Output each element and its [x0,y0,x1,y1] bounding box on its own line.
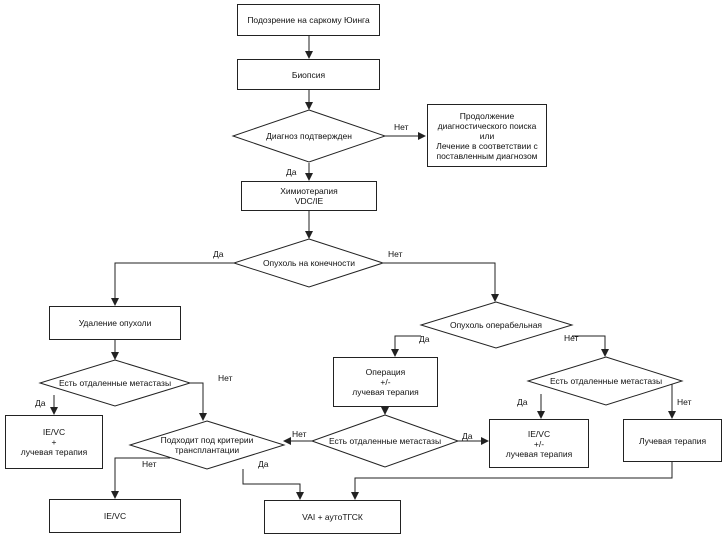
ie-vc-rt-left-node: IE/VC + лучевая терапия [5,415,103,469]
mets-center-decision-text: Есть отдаленные метастазы [328,436,442,446]
decision-operable-shape [419,301,574,349]
decision-mets-center-shape [310,414,460,468]
suspicion-node: Подозрение на саркому Юинга [237,4,380,36]
ie-vc-rt-right-node: IE/VC +/- лучевая терапия [489,419,589,468]
ie-vc-rt-left-label: IE/VC + лучевая терапия [20,427,88,457]
decision-mets-left-shape [38,359,192,407]
continue-search-label: Продолжение диагностического поиска или … [436,110,538,161]
vai-asct-node: VAI + аутоТГСК [264,500,401,534]
ie-vc-rt-right-label: IE/VC +/- лучевая терапия [505,428,573,459]
tumor-removal-node: Удаление опухоли [49,306,181,340]
operation-rt-label: Операция +/- лучевая терапия [352,367,419,397]
mets-center-decision-label: Есть отдаленные метастазы [316,431,454,451]
decision-transplant-shape [128,420,286,470]
edge-oper-no [572,335,609,357]
edge-label-oper-no: Нет [564,333,579,343]
decision-diagnosis-shape [231,109,387,163]
mets-left-decision-text: Есть отдаленные метастазы [58,378,172,388]
edge-label-limb-yes: Да [213,249,224,259]
ie-vc-label: IE/VC [103,511,127,521]
edge-label-diag-no: Нет [394,122,409,132]
edge-mets-left-no [190,382,207,421]
limb-decision-text: Опухоль на конечности [262,258,356,268]
operable-decision-label: Опухоль операбельная [431,315,561,335]
edge-limb-yes [111,262,234,306]
transplant-decision-label: Подходит под критерии трансплантации [142,432,272,458]
edge-label-mets-right-no: Нет [677,397,692,407]
vai-asct-label: VAI + аутоТГСК [302,512,363,522]
edge-transplant-yes [242,469,304,500]
tumor-removal-label: Удаление опухоли [78,318,152,328]
edge-label-transplant-no: Нет [142,459,157,469]
limb-decision-label: Опухоль на конечности [244,253,374,273]
diagnosis-decision-label: Диагноз подтвержден [243,126,375,146]
biopsy-node: Биопсия [237,59,380,90]
operable-decision-text: Опухоль операбельная [449,320,543,330]
edge-limb-no [383,262,499,302]
mets-right-decision-text: Есть отдаленные метастазы [549,376,663,386]
transplant-decision-text: Подходит под критерии трансплантации [160,435,254,455]
edge-label-mets-center-yes: Да [462,431,473,441]
edge-oper-yes [391,335,421,357]
chemo-label: Химиотерапия VDC/IE [280,186,338,206]
edge-radiotherapy-vai [351,462,673,500]
operation-rt-node: Операция +/- лучевая терапия [333,357,438,407]
edge-label-transplant-yes: Да [258,459,269,469]
diagnosis-decision-text: Диагноз подтвержден [266,131,352,141]
edge-transplant-no [111,457,170,499]
suspicion-label: Подозрение на саркому Юинга [247,15,370,25]
radiotherapy-label: Лучевая терапия [638,435,707,446]
edge-label-diag-yes: Да [286,167,297,177]
chemo-node: Химиотерапия VDC/IE [241,181,377,211]
edge-label-oper-yes: Да [419,334,430,344]
decision-limb-shape [232,238,385,288]
biopsy-label: Биопсия [291,69,326,80]
edge-label-mets-center-no: Нет [292,429,307,439]
radiotherapy-node: Лучевая терапия [623,419,722,462]
edge-label-mets-left-yes: Да [35,398,46,408]
ie-vc-node: IE/VC [49,499,181,533]
decision-mets-right-shape [526,356,684,406]
continue-search-node: Продолжение диагностического поиска или … [427,104,547,167]
edge-label-mets-left-no: Нет [218,373,233,383]
edge-label-limb-no: Нет [388,249,403,259]
mets-right-decision-label: Есть отдаленные метастазы [536,371,676,391]
mets-left-decision-label: Есть отдаленные метастазы [45,373,185,393]
edge-label-mets-right-yes: Да [517,397,528,407]
